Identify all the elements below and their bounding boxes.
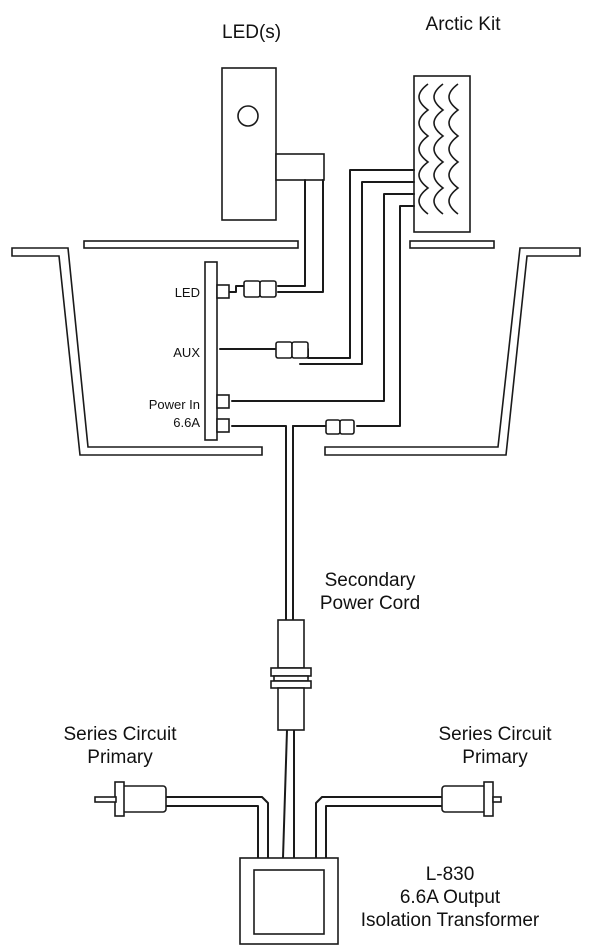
right-primary-label-line2: Primary (462, 747, 528, 768)
right-primary-plug (441, 781, 502, 817)
right-primary-label-line1: Series Circuit (438, 724, 552, 745)
transformer-type-label: Isolation Transformer (360, 910, 540, 931)
left-primary-plug (94, 781, 167, 817)
arctic-kit-heater (413, 75, 471, 233)
secondary-cord-label-line1: Secondary (324, 570, 416, 591)
left-primary-label-line1: Series Circuit (63, 724, 177, 745)
leds-label: LED(s) (222, 22, 282, 43)
lens-plate-left (83, 240, 299, 249)
transformer-model-label: L-830 (425, 864, 475, 885)
led-module (221, 67, 325, 221)
arctic-kit-label: Arctic Kit (425, 14, 501, 35)
transformer-output-label: 6.6A Output (399, 887, 501, 908)
aux-inline-connector (275, 341, 309, 359)
secondary-cord-label-line2: Power Cord (319, 593, 421, 614)
power-in-label: Power In (148, 397, 200, 412)
light-base-can (11, 247, 581, 456)
led-port-label: LED (174, 285, 200, 300)
secondary-cord-connector (270, 619, 312, 731)
left-primary-label-line2: Primary (87, 747, 153, 768)
lens-plate-right (409, 240, 495, 249)
arctic-inline-connector (325, 419, 355, 435)
connector-board (204, 261, 230, 441)
aux-port-label: AUX (173, 345, 200, 360)
led-inline-connector (243, 280, 277, 298)
wiring (165, 169, 443, 859)
isolation-transformer (239, 857, 339, 945)
power-in-current-label: 6.6A (173, 415, 200, 430)
